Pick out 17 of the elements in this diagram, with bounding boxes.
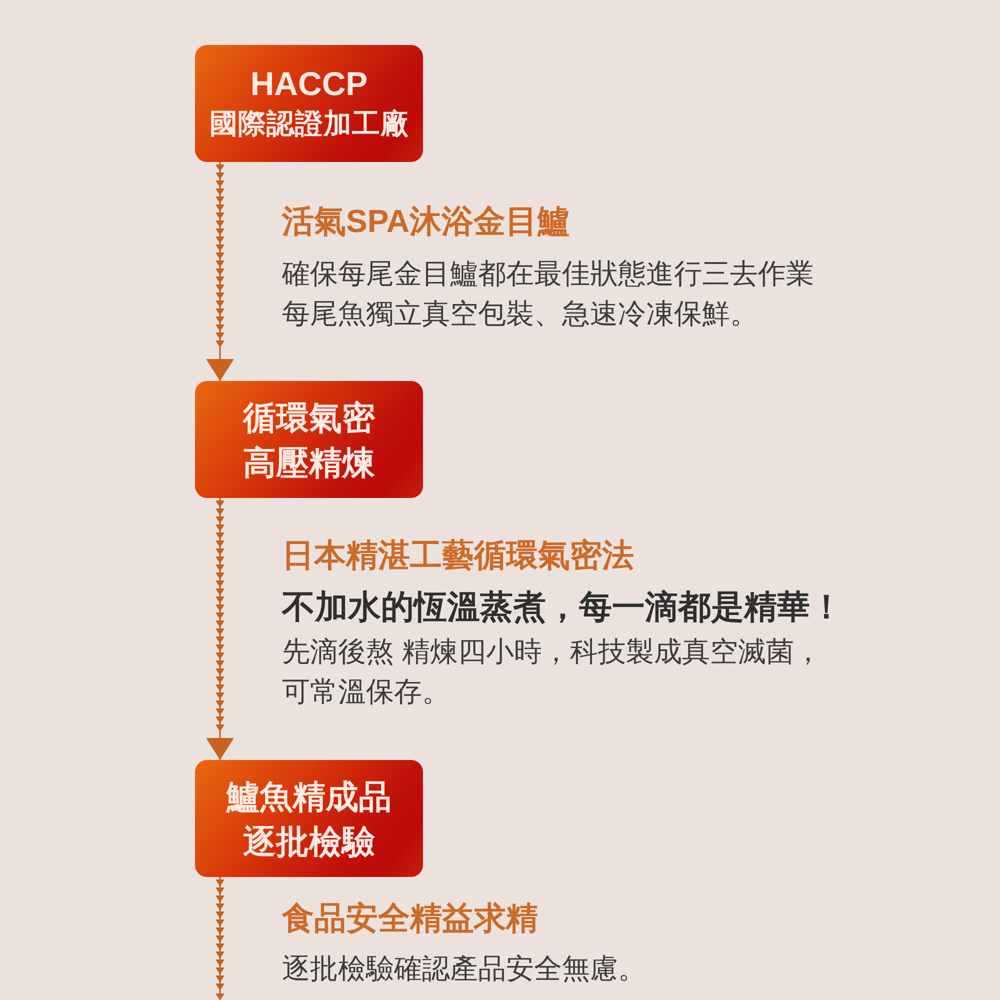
process-box: [195, 381, 423, 498]
body-text: 先滴後熬 精煉四小時，科技製成真空滅菌，可常溫保存。: [282, 635, 823, 709]
dotted-arrow: [206, 498, 234, 760]
highlight-text: 不加水的恆溫蒸煮，每一滴都是精華！: [282, 587, 843, 627]
section-heading: 日本精湛工藝循環氣密法: [282, 536, 634, 575]
dotted-arrow: [206, 162, 234, 381]
section-heading: 活氣SPA沐浴金目鱸: [282, 202, 570, 241]
process-box: [195, 760, 423, 877]
box-text: 國際認證加工廠: [209, 107, 409, 141]
box-text: 循環氣密高壓精煉: [241, 398, 376, 482]
box-title: HACCP: [250, 66, 368, 102]
body-text: 確保每尾金目鱸都在最佳狀態進行三去作業每尾魚獨立真空包裝、急速冷凍保鮮。: [282, 257, 815, 331]
dotted-arrow: [216, 877, 224, 1000]
body-text: 逐批檢驗確認產品安全無慮。: [282, 952, 646, 986]
box-text: 鱸魚精成品逐批檢驗: [225, 776, 392, 862]
process-box: [195, 45, 423, 162]
section-heading: 食品安全精益求精: [282, 899, 538, 938]
